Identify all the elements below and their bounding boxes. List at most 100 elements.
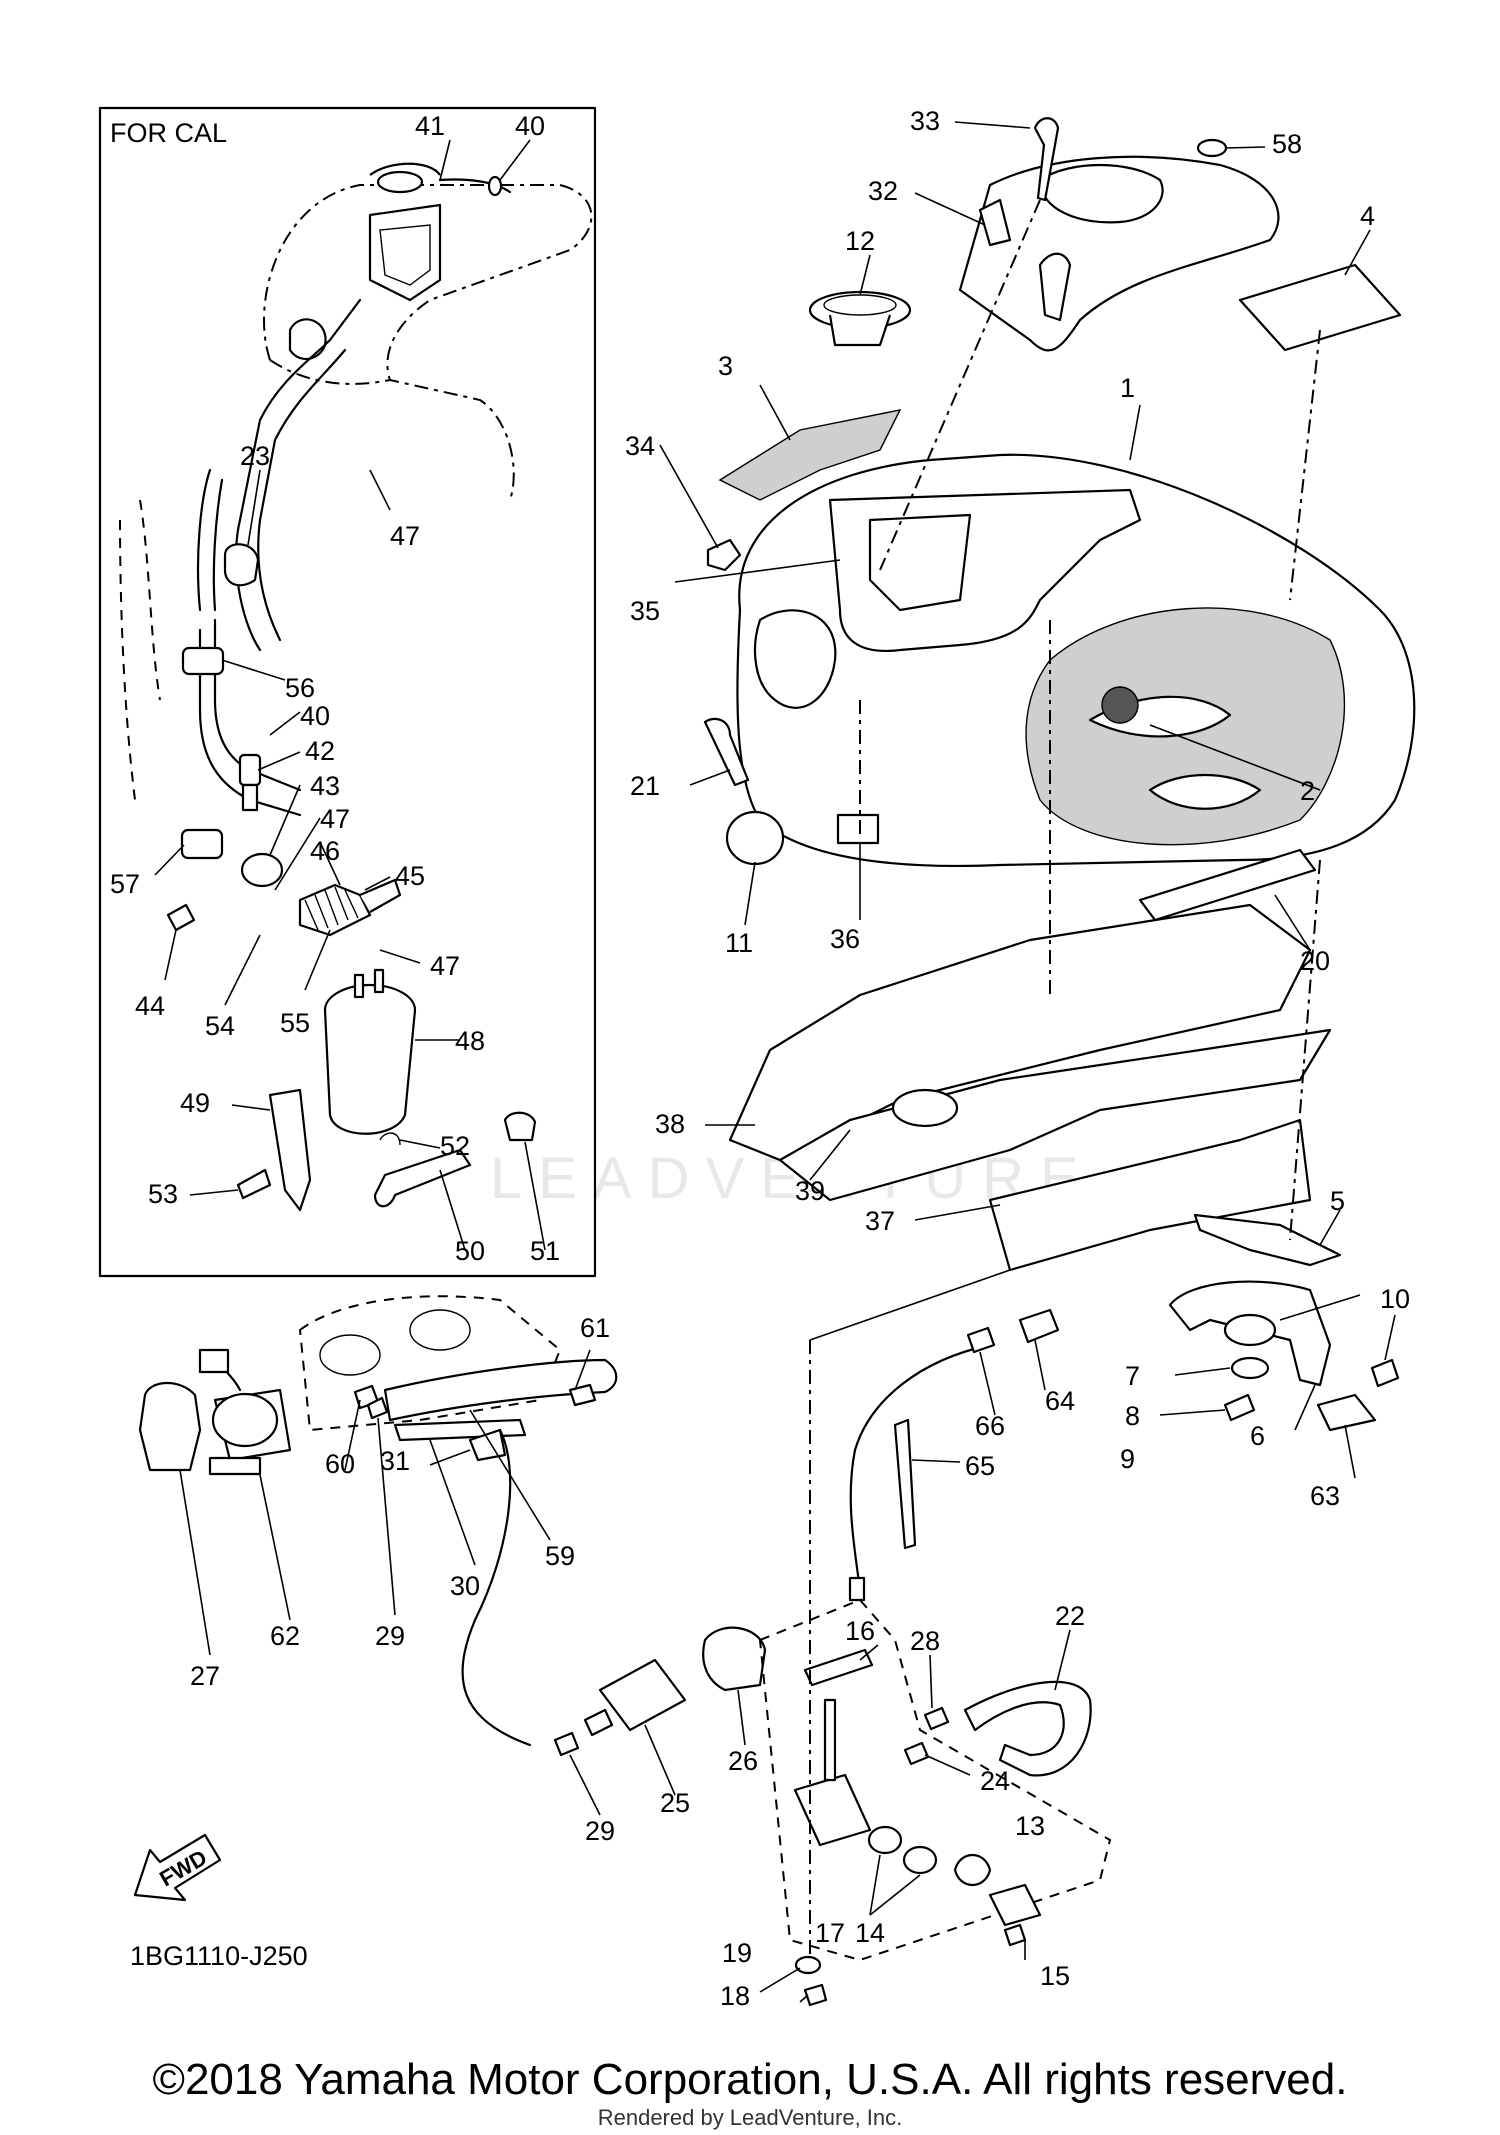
cap-58: [1196, 138, 1228, 158]
seal-20: [1138, 848, 1317, 922]
part-label: 47: [390, 521, 420, 551]
clip-29a: [366, 1396, 389, 1420]
part-label: 57: [110, 869, 140, 899]
part-label: 62: [270, 1621, 300, 1651]
part-label: 29: [375, 1621, 405, 1651]
damper-11: [725, 810, 785, 866]
part-label: 53: [148, 1179, 178, 1209]
part-label: 5: [1330, 1186, 1345, 1216]
bolt-10: [1370, 1358, 1400, 1388]
part-label: 48: [455, 1026, 485, 1056]
vent-hose-22: [963, 1680, 1092, 1777]
fuel-cock-assembly-13: [758, 1598, 1112, 2007]
part-label: 2: [1300, 776, 1315, 806]
part-label: 47: [430, 951, 460, 981]
part-label: 36: [830, 924, 860, 954]
part-label: 64: [1045, 1386, 1075, 1416]
part-label: 14: [855, 1918, 885, 1948]
part-label: 3: [718, 351, 733, 381]
tank-cover: [958, 155, 1280, 352]
part-label: 33: [910, 106, 940, 136]
part-label: 39: [795, 1176, 825, 1206]
copyright-notice: ©2018 Yamaha Motor Corporation, U.S.A. A…: [152, 2055, 1348, 2104]
part-label: 59: [545, 1541, 575, 1571]
fuel-pump-62: [198, 1348, 292, 1476]
part-label: 46: [310, 836, 340, 866]
clip-28: [923, 1706, 950, 1731]
part-label: 19: [722, 1938, 752, 1968]
part-label: 20: [1300, 946, 1330, 976]
choke-cable: [849, 1343, 992, 1592]
nut-66: [966, 1326, 996, 1354]
part-label: 6: [1250, 1421, 1265, 1451]
part-label: 40: [515, 111, 545, 141]
part-label: 1: [1120, 373, 1135, 403]
part-label: 32: [868, 176, 898, 206]
part-label: 22: [1055, 1601, 1085, 1631]
filter-nozzle: [583, 1708, 614, 1737]
part-label: 9: [1120, 1444, 1135, 1474]
bracket-6: [1168, 1280, 1332, 1387]
bracket-27: [138, 1381, 202, 1472]
cal-box-title: FOR CAL: [110, 118, 227, 148]
hose-21: [703, 717, 750, 787]
part-label: 25: [660, 1788, 690, 1818]
bolt-33: [1033, 117, 1060, 202]
part-label: 13: [1015, 1811, 1045, 1841]
clip-29b: [553, 1731, 580, 1757]
part-label: 58: [1272, 129, 1302, 159]
part-label: 40: [300, 701, 330, 731]
fuel-filter-25: [598, 1658, 687, 1732]
clip-24: [903, 1741, 930, 1766]
part-label: 15: [1040, 1961, 1070, 1991]
part-label: 34: [625, 431, 655, 461]
choke-knob-64: [1018, 1308, 1060, 1344]
part-label: 61: [580, 1313, 610, 1343]
pad-36: [836, 813, 880, 845]
fwd-arrow: FWD: [133, 1833, 222, 1902]
part-label: 4: [1360, 201, 1375, 231]
part-label: 38: [655, 1109, 685, 1139]
fuel-tank: [718, 409, 1416, 868]
part-label: 56: [285, 673, 315, 703]
tank-label: [1238, 263, 1402, 352]
leader-lines: [154, 121, 1396, 2003]
part-label: 12: [845, 226, 875, 256]
part-label: 29: [585, 1816, 615, 1846]
part-label: 47: [320, 804, 350, 834]
part-label: 26: [728, 1746, 758, 1776]
part-label: 65: [965, 1451, 995, 1481]
part-label: 16: [845, 1616, 875, 1646]
cal-inset-box: FOR CAL: [98, 106, 597, 1278]
washer-8: [1230, 1356, 1270, 1380]
part-label: 11: [725, 928, 753, 958]
filler-cap: [808, 290, 912, 347]
damper-7: [1223, 1313, 1277, 1347]
bracket-26: [702, 1626, 767, 1692]
part-label: 42: [305, 736, 335, 766]
cable-end: [848, 1576, 866, 1602]
part-label: 37: [865, 1206, 895, 1236]
bolt-9: [1223, 1393, 1256, 1422]
part-label: 17: [815, 1918, 845, 1948]
part-label: 21: [630, 771, 660, 801]
part-label: 24: [980, 1766, 1010, 1796]
part-label: 10: [1380, 1284, 1410, 1314]
part-label: 51: [530, 1236, 560, 1266]
bracket-5: [1193, 1213, 1342, 1267]
part-label: 7: [1125, 1361, 1140, 1391]
cable-tie-65: [893, 1418, 917, 1550]
part-label: 60: [325, 1449, 355, 1479]
part-label: 23: [240, 441, 270, 471]
part-label: 66: [975, 1411, 1005, 1441]
part-label: 44: [135, 991, 165, 1021]
part-label: 8: [1125, 1401, 1140, 1431]
part-label: 50: [455, 1236, 485, 1266]
part-label: 43: [310, 771, 340, 801]
part-label: 18: [720, 1981, 750, 2011]
part-label: 45: [395, 861, 425, 891]
rendered-by: Rendered by LeadVenture, Inc.: [597, 2105, 903, 2130]
part-label: 54: [205, 1011, 235, 1041]
clip-63: [1316, 1393, 1377, 1432]
part-label: 27: [190, 1661, 220, 1691]
